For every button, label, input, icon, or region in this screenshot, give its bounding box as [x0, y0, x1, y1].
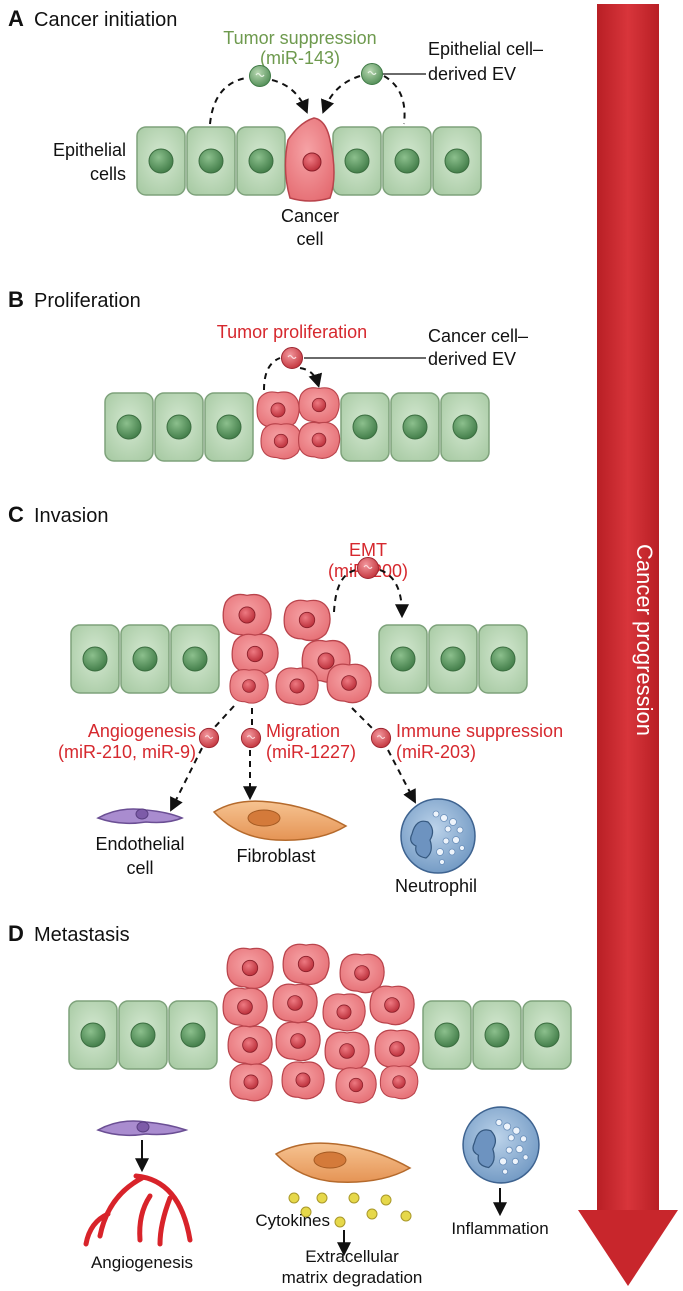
cancer-cell-label-line1: Cancer [281, 206, 339, 226]
mir-1227-label: (miR-1227) [266, 742, 356, 762]
epithelial-ev-left [248, 64, 272, 88]
tumor-proliferation-label: Tumor proliferation [217, 322, 367, 342]
tumor-mass-d [222, 943, 420, 1104]
emt-label: EMT [349, 540, 387, 560]
fibroblast-d [274, 1142, 412, 1183]
panel-a-title: Cancer initiation [34, 9, 177, 31]
epithelial-cells-label-line2: cells [90, 164, 126, 184]
neutrophil-c [400, 798, 476, 874]
cancer-ev-immune [370, 727, 392, 749]
cytokines-label: Cytokines [255, 1211, 330, 1230]
mir-143-label: (miR-143) [260, 48, 340, 68]
angiogenesis-c-label: Angiogenesis [88, 721, 196, 741]
dashed-path [213, 705, 235, 729]
panel-a: A Cancer initiation Tumor suppression (m… [8, 6, 543, 249]
endothelial-cell-c [96, 808, 184, 825]
cancer-cell-nucleus [302, 152, 322, 172]
endothelial-cell-d [96, 1120, 189, 1137]
dashed-arrow [387, 749, 416, 804]
dashed-path [351, 707, 375, 731]
dashed-arrow [320, 75, 361, 114]
cancer-cluster-b [256, 387, 341, 460]
panel-b-title: Proliferation [34, 290, 141, 312]
endothelial-label-line2: cell [126, 858, 153, 878]
cytokines [288, 1192, 412, 1228]
dashed-arrow [170, 747, 203, 812]
dashed-arrow [379, 569, 409, 619]
panel-c-letter: C [8, 502, 24, 527]
epithelial-ev-label-line2: derived EV [428, 64, 516, 84]
ecm-label-line2: matrix degradation [282, 1268, 423, 1287]
fibroblast-label: Fibroblast [236, 846, 315, 866]
panel-a-letter: A [8, 6, 24, 31]
dashed-path [209, 77, 247, 125]
neutrophil-label: Neutrophil [395, 876, 477, 896]
dashed-arrow [271, 79, 309, 114]
dashed-path [333, 569, 357, 613]
panel-d: D Metastasis [8, 921, 572, 1287]
dashed-arrow [299, 367, 323, 389]
tumor-suppression-label: Tumor suppression [223, 28, 376, 48]
panel-d-letter: D [8, 921, 24, 946]
angiogenesis-d-label: Angiogenesis [91, 1253, 193, 1272]
immune-suppression-label: Immune suppression [396, 721, 563, 741]
cancer-ev-emt [356, 556, 380, 580]
panel-b: B Proliferation Tumor proliferation Canc… [8, 287, 528, 462]
epithelial-ev-right [360, 62, 384, 86]
fibroblast-c [212, 800, 348, 841]
cancer-ev-angiogenesis [198, 727, 220, 749]
dashed-path [263, 357, 281, 391]
ecm-label-line1: Extracellular [305, 1247, 399, 1266]
epithelial-cells-label-line1: Epithelial [53, 140, 126, 160]
panel-b-letter: B [8, 287, 24, 312]
cancer-progression-label: Cancer progression [632, 544, 657, 736]
cancer-ev-migration [240, 727, 262, 749]
cancer-progression-arrow: Cancer progression [578, 4, 678, 1286]
inflammation-label: Inflammation [451, 1219, 548, 1238]
panel-c-title: Invasion [34, 505, 109, 527]
blood-vessels [83, 1173, 193, 1247]
migration-label: Migration [266, 721, 340, 741]
cancer-ev-b [280, 346, 304, 370]
panel-d-title: Metastasis [34, 924, 130, 946]
mir-203-label: (miR-203) [396, 742, 476, 762]
cancer-ev-label-line1: Cancer cell– [428, 326, 528, 346]
mir-210-9-label: (miR-210, miR-9) [58, 742, 196, 762]
cancer-ev-label-line2: derived EV [428, 349, 516, 369]
endothelial-label-line1: Endothelial [95, 834, 184, 854]
epithelial-ev-label-line1: Epithelial cell– [428, 39, 543, 59]
neutrophil-d [462, 1106, 540, 1184]
cancer-cluster-c [222, 593, 372, 706]
panel-c: C Invasion EMT (miR-200) [8, 502, 563, 896]
dashed-path [383, 75, 406, 125]
cancer-cell-label-line2: cell [296, 229, 323, 249]
